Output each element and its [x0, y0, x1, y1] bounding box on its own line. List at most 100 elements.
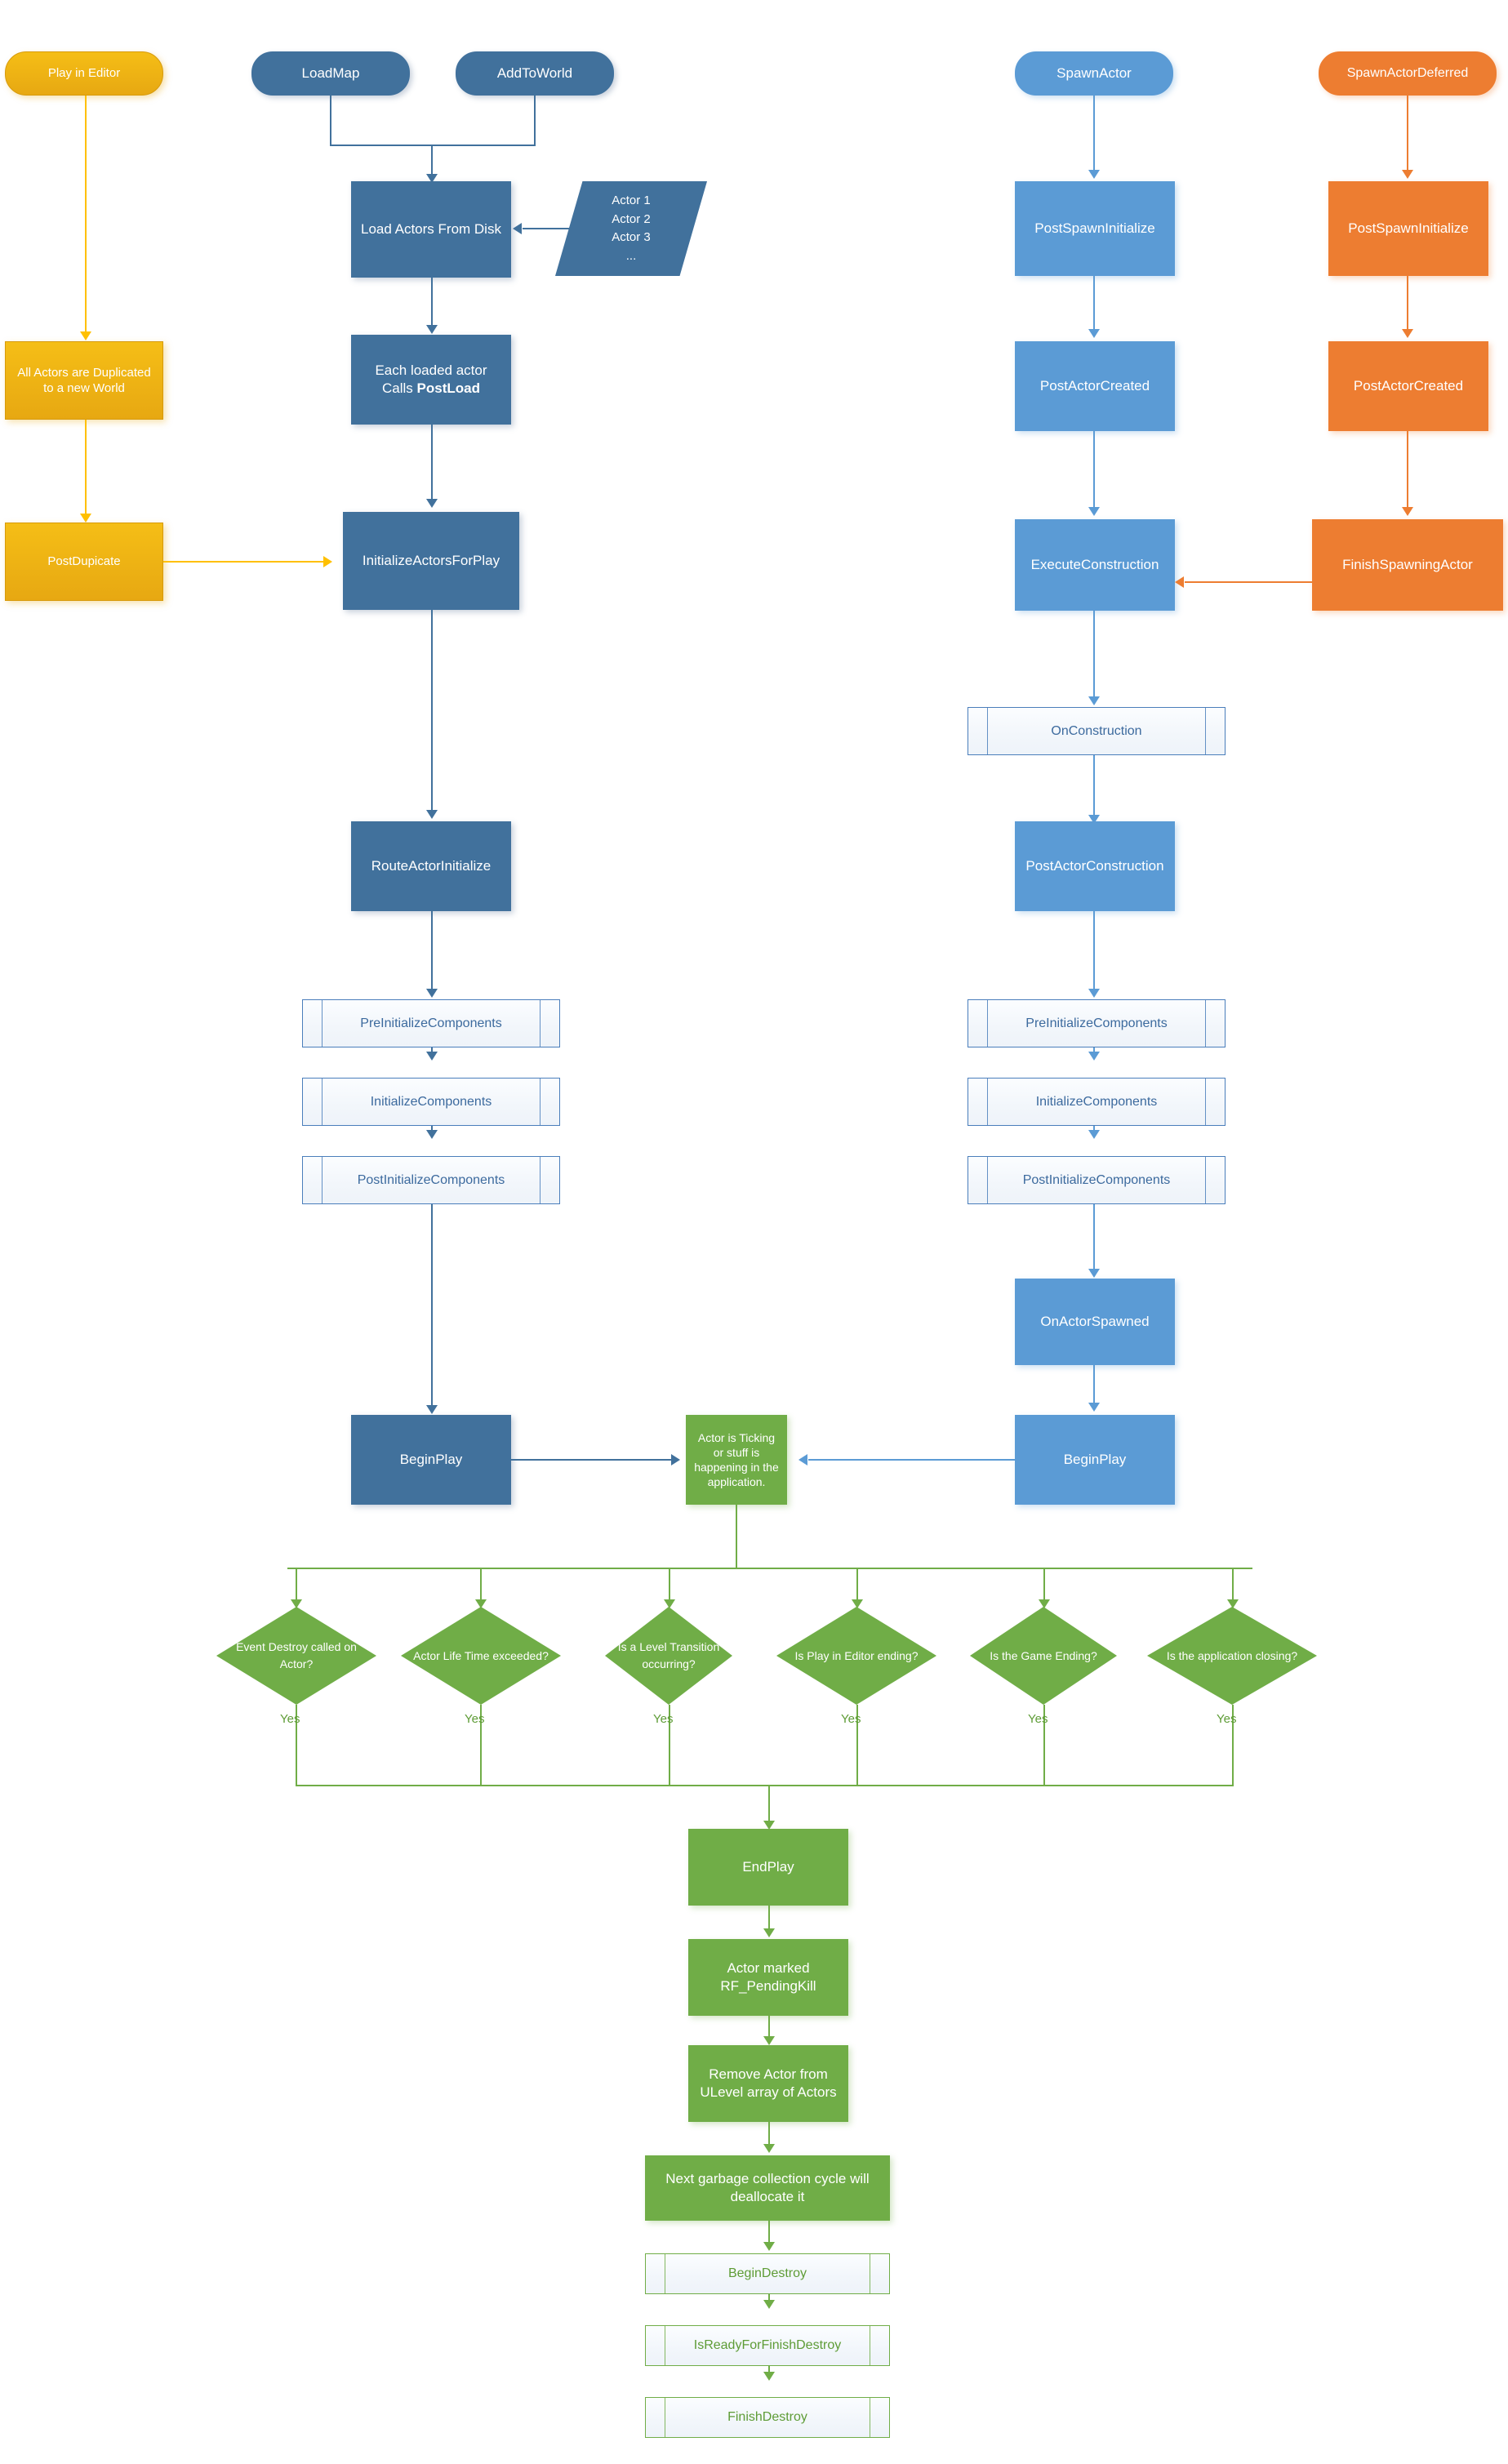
- arrowhead-preinit-to-init-left: [426, 1052, 438, 1061]
- process-each-loaded-actor-postload-bold: PostLoad: [416, 380, 480, 396]
- data-actor-list-item-1: Actor 1: [612, 193, 651, 207]
- predefined-pre-initialize-components-right[interactable]: PreInitializeComponents: [968, 999, 1226, 1047]
- arrowhead-init-to-postinit-left: [426, 1130, 438, 1139]
- predefined-is-ready-for-finish-destroy[interactable]: IsReadyForFinishDestroy: [645, 2325, 890, 2366]
- edge-postduplicate-to-initactors: [163, 561, 325, 563]
- edge-decision-5-yes: [1043, 1705, 1045, 1786]
- edge-label-yes-5: Yes: [1028, 1712, 1048, 1726]
- process-remove-actor-from-ulevel[interactable]: Remove Actor from ULevel array of Actors: [688, 2045, 848, 2122]
- process-all-actors-duplicated[interactable]: All Actors are Duplicated to a new World: [5, 341, 163, 420]
- process-each-loaded-actor-line2: Calls: [382, 380, 417, 396]
- edge-routeactor-to-preinit: [431, 911, 433, 993]
- process-each-loaded-actor-line1: Each loaded actor: [375, 362, 487, 378]
- arrowhead-bus-to-decision-1: [291, 1599, 302, 1608]
- edge-label-yes-1: Yes: [280, 1712, 300, 1726]
- edge-bus-to-decision-2: [480, 1568, 482, 1603]
- process-finish-spawning-actor[interactable]: FinishSpawningActor: [1312, 519, 1503, 611]
- arrowhead-bus-to-decision-6: [1227, 1599, 1239, 1608]
- edge-label-yes-6: Yes: [1217, 1712, 1237, 1726]
- decision-event-destroy[interactable]: Event Destroy called on Actor?: [216, 1607, 376, 1705]
- arrowhead-postload-to-initactors: [426, 499, 438, 508]
- predefined-initialize-components-right-label: InitializeComponents: [1035, 1094, 1158, 1109]
- process-begin-play-left-label: BeginPlay: [399, 1451, 463, 1467]
- predefined-initialize-components-left-label: InitializeComponents: [370, 1094, 492, 1109]
- edge-bus-to-endplay: [768, 1785, 770, 1824]
- terminator-play-in-editor-label: Play in Editor: [47, 66, 121, 81]
- terminator-loadmap[interactable]: LoadMap: [251, 51, 410, 96]
- process-load-actors-from-disk[interactable]: Load Actors From Disk: [351, 181, 511, 278]
- process-execute-construction[interactable]: ExecuteConstruction: [1015, 519, 1175, 611]
- arrowhead-join-to-loadactors: [426, 174, 438, 183]
- edge-bus-to-decision-6: [1232, 1568, 1234, 1603]
- process-load-actors-from-disk-label: Load Actors From Disk: [361, 220, 501, 237]
- predefined-begin-destroy[interactable]: BeginDestroy: [645, 2253, 890, 2294]
- terminator-spawnactordeferred[interactable]: SpawnActorDeferred: [1319, 51, 1497, 96]
- predefined-initialize-components-right[interactable]: InitializeComponents: [968, 1078, 1226, 1126]
- predefined-pre-initialize-components-left[interactable]: PreInitializeComponents: [302, 999, 560, 1047]
- decision-game-ending-label: Is the Game Ending?: [990, 1648, 1097, 1662]
- predefined-left-bar: [987, 1000, 988, 1047]
- process-begin-play-right[interactable]: BeginPlay: [1015, 1415, 1175, 1505]
- predefined-on-construction[interactable]: OnConstruction: [968, 707, 1226, 755]
- predefined-pre-initialize-components-right-label: PreInitializeComponents: [1025, 1016, 1168, 1030]
- process-on-actor-spawned[interactable]: OnActorSpawned: [1015, 1279, 1175, 1365]
- process-actor-marked-pendingkill-label: Actor marked RF_PendingKill: [720, 1959, 816, 1994]
- process-next-gc-cycle-label: Next garbage collection cycle will deall…: [665, 2170, 870, 2204]
- process-finish-spawning-actor-label: FinishSpawningActor: [1342, 556, 1473, 572]
- decision-play-in-editor-ending[interactable]: Is Play in Editor ending?: [776, 1607, 936, 1705]
- edge-executeconstruction-to-onconstruction: [1093, 611, 1095, 701]
- terminator-spawnactor[interactable]: SpawnActor: [1015, 51, 1173, 96]
- process-initialize-actors-for-play[interactable]: InitializeActorsForPlay: [343, 512, 519, 610]
- decision-actor-life-time[interactable]: Actor Life Time exceeded?: [401, 1607, 561, 1705]
- arrowhead-actorlist-to-loadactors: [513, 223, 522, 234]
- process-execute-construction-label: ExecuteConstruction: [1030, 556, 1159, 572]
- process-begin-play-left[interactable]: BeginPlay: [351, 1415, 511, 1505]
- process-post-spawn-initialize-blue[interactable]: PostSpawnInitialize: [1015, 181, 1175, 276]
- edge-postload-to-initactors: [431, 425, 433, 503]
- process-each-loaded-actor-postload[interactable]: Each loaded actor Calls PostLoad: [351, 335, 511, 425]
- process-begin-play-right-label: BeginPlay: [1063, 1451, 1127, 1467]
- process-next-gc-cycle[interactable]: Next garbage collection cycle will deall…: [645, 2155, 890, 2221]
- edge-gc-to-begindestroy: [768, 2221, 770, 2247]
- process-end-play[interactable]: EndPlay: [688, 1829, 848, 1906]
- arrowhead-loadactors-to-postload: [426, 325, 438, 334]
- process-actor-marked-pendingkill[interactable]: Actor marked RF_PendingKill: [688, 1939, 848, 2016]
- process-post-actor-created-orange[interactable]: PostActorCreated: [1328, 341, 1488, 431]
- arrowhead-spawnactordeferred-to-postspawninit: [1402, 170, 1413, 179]
- decision-level-transition[interactable]: Is a Level Transition occurring?: [605, 1607, 732, 1705]
- data-actor-list-item-2: Actor 2: [612, 211, 651, 226]
- edge-postactorconstruction-to-preinit-right: [1093, 911, 1095, 993]
- decision-game-ending[interactable]: Is the Game Ending?: [970, 1607, 1117, 1705]
- terminator-addtoworld[interactable]: AddToWorld: [456, 51, 614, 96]
- predefined-initialize-components-left[interactable]: InitializeComponents: [302, 1078, 560, 1126]
- process-all-actors-duplicated-label: All Actors are Duplicated to a new World: [17, 365, 151, 396]
- predefined-right-bar: [1205, 708, 1206, 754]
- arrowhead-bus-to-endplay: [763, 1821, 775, 1830]
- data-actor-list-item-3: Actor 3: [612, 230, 651, 244]
- edge-loadmap-addtoworld-join: [330, 145, 536, 146]
- edge-decision-1-yes: [296, 1705, 297, 1786]
- predefined-post-initialize-components-left[interactable]: PostInitializeComponents: [302, 1156, 560, 1204]
- process-post-duplicate[interactable]: PostDupicate: [5, 523, 163, 601]
- edge-beginplay-right-to-ticking: [808, 1459, 1015, 1461]
- process-post-spawn-initialize-orange[interactable]: PostSpawnInitialize: [1328, 181, 1488, 276]
- predefined-post-initialize-components-right-label: PostInitializeComponents: [1022, 1172, 1171, 1187]
- predefined-post-initialize-components-right[interactable]: PostInitializeComponents: [968, 1156, 1226, 1204]
- predefined-finish-destroy[interactable]: FinishDestroy: [645, 2397, 890, 2438]
- predefined-left-bar: [322, 1079, 323, 1125]
- process-post-actor-construction[interactable]: PostActorConstruction: [1015, 821, 1175, 911]
- process-route-actor-initialize[interactable]: RouteActorInitialize: [351, 821, 511, 911]
- arrowhead-initactors-to-routeactor: [426, 810, 438, 819]
- decision-application-closing[interactable]: Is the application closing?: [1147, 1607, 1317, 1705]
- edge-ticking-to-bus: [736, 1505, 737, 1568]
- arrowhead-postspawninit-to-postactorcreated-orange: [1402, 329, 1413, 338]
- arrowhead-bus-to-decision-3: [664, 1599, 675, 1608]
- arrowhead-routeactor-to-preinit: [426, 989, 438, 998]
- arrowhead-bus-to-decision-4: [852, 1599, 863, 1608]
- terminator-play-in-editor[interactable]: Play in Editor: [5, 51, 163, 96]
- edge-join-to-loadactors: [431, 145, 433, 178]
- process-post-actor-created-blue[interactable]: PostActorCreated: [1015, 341, 1175, 431]
- process-actor-is-ticking[interactable]: Actor is Ticking or stuff is happening i…: [686, 1415, 787, 1505]
- arrowhead-postduplicate-to-initactors: [323, 556, 332, 567]
- edge-beginplay-left-to-ticking: [511, 1459, 674, 1461]
